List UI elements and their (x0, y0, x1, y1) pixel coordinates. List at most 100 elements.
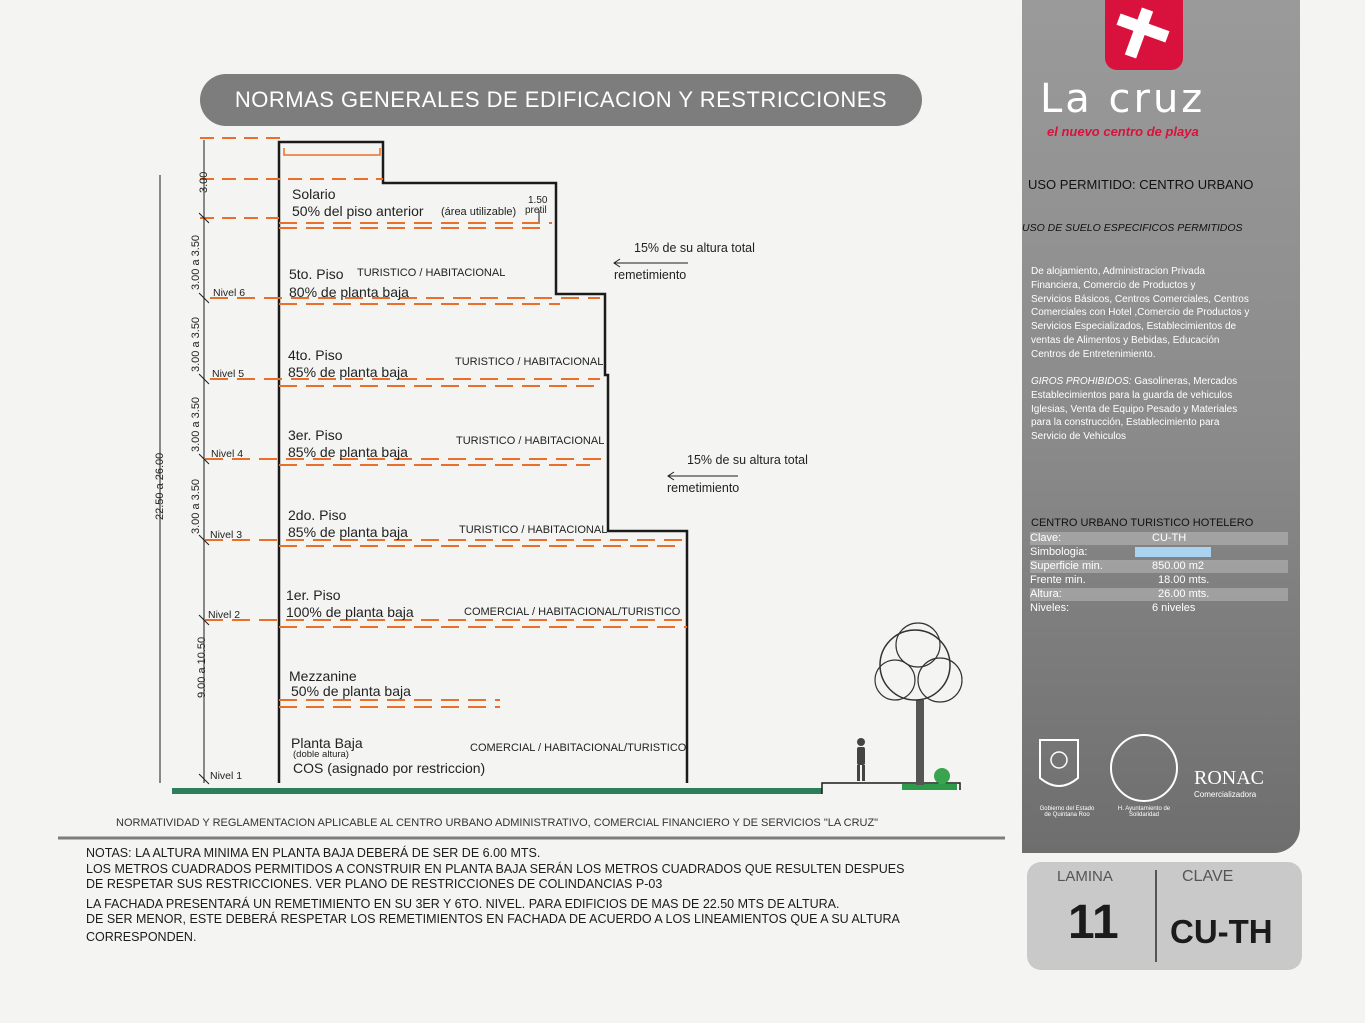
normatividad-caption: NORMATIVIDAD Y REGLAMENTACION APLICABLE … (116, 817, 879, 829)
piso2-name: 2do. Piso (288, 507, 347, 523)
spec-row: Niveles: 6 niveles (1030, 602, 1288, 615)
level-label: Nivel 2 (208, 609, 241, 621)
lamina-number: 11 (1068, 896, 1119, 949)
piso3-desc: 85% de planta baja (288, 444, 408, 460)
piso5-name: 5to. Piso (289, 266, 344, 282)
tree-illustration (874, 622, 963, 785)
base-dim: 9.00 a 10.50 (196, 636, 208, 698)
spec-label: Frente min. (1030, 574, 1086, 586)
level-label: Nivel 4 (211, 448, 244, 460)
lamina-label: LAMINA (1057, 868, 1113, 885)
spec-row: Superficie min. 850.00 m2 (1030, 560, 1288, 573)
piso3-use: TURISTICO / HABITACIONAL (456, 435, 605, 447)
planta-baja-use: COMERCIAL / HABITACIONAL/TURISTICO (470, 742, 687, 754)
uso-line: Financiera, Comercio de Productos y (1031, 279, 1196, 291)
floor-dim: 3.00 a 3.50 (190, 396, 202, 452)
planta-baja-sub: (doble altura) (293, 749, 349, 760)
piso5-desc: 80% de planta baja (289, 284, 409, 300)
section-diagram (58, 137, 1005, 840)
setback-label: remetimiento (614, 268, 687, 282)
spec-row: Altura: 26.00 mts. (1030, 588, 1288, 601)
sidebar-panel (1022, 0, 1300, 853)
state-government-caption: Gobierno del Estado de Quintana Roo (1039, 806, 1095, 818)
spec-label: Superficie min. (1030, 560, 1103, 572)
note-line: DE SER MENOR, ESTE DEBERÁ RESPETAR LOS R… (86, 912, 900, 926)
giros-line: Gasolineras, Mercados (1131, 376, 1238, 387)
clave-label: CLAVE (1182, 868, 1234, 885)
page-title: NORMAS GENERALES DE EDIFICACION Y RESTRI… (200, 74, 922, 126)
piso2-desc: 85% de planta baja (288, 524, 408, 540)
ground-line (172, 788, 822, 794)
giros-line: Establecimientos para la guarda de vehic… (1031, 389, 1233, 401)
uso-line: Servicios Básicos, Centros Comerciales, … (1031, 293, 1249, 305)
piso4-name: 4to. Piso (288, 347, 343, 363)
sidewalk (821, 782, 961, 794)
solario-note: (área utilizable) (441, 206, 517, 218)
level-label: Nivel 1 (210, 770, 243, 782)
note-line: LA FACHADA PRESENTARÁ UN REMETIMIENTO EN… (86, 896, 840, 911)
planta-baja-desc: COS (asignado por restriccion) (293, 760, 486, 776)
grass (902, 784, 957, 790)
lamina-divider (1155, 870, 1157, 962)
floor-dim: 3.00 a 3.50 (190, 478, 202, 534)
uso-suelo-list: De alojamiento, Administracion Privada F… (1031, 265, 1249, 362)
piso1-desc: 100% de planta baja (286, 604, 414, 620)
giros-line: Iglesias, Venta de Equipo Pesado y Mater… (1031, 403, 1238, 415)
notes-block: NOTAS: LA ALTURA MINIMA EN PLANTA BAJA D… (86, 846, 904, 945)
spec-label: Altura: (1030, 588, 1062, 600)
person-figure (857, 738, 865, 781)
spec-value: 6 niveles (1152, 602, 1196, 614)
spec-value: 850.00 m2 (1152, 560, 1204, 572)
spec-value: 26.00 mts. (1158, 588, 1210, 600)
giros-line: Servicio de Vehiculos (1031, 431, 1127, 443)
municipal-caption: H. Ayuntamiento de Solidaridad (1117, 806, 1171, 818)
spec-label: Clave: (1030, 532, 1062, 544)
setback-text: 15% de su altura total (687, 453, 808, 467)
setback-label: remetimiento (667, 481, 740, 495)
pretil-label: pretil (525, 205, 547, 216)
symbol-swatch (1135, 547, 1211, 557)
state-government-seal-icon (1036, 730, 1082, 800)
piso2-use: TURISTICO / HABITACIONAL (459, 524, 608, 536)
spec-value: CU-TH (1152, 532, 1187, 544)
solario-desc: 50% del piso anterior (292, 203, 424, 219)
dimension-ticks (198, 212, 210, 785)
uso-permitido: USO PERMITIDO: CENTRO URBANO (1028, 177, 1254, 192)
setback-text: 15% de su altura total (634, 241, 755, 255)
piso1-use: COMERCIAL / HABITACIONAL/TURISTICO (464, 606, 681, 618)
setback-arrows (613, 258, 738, 481)
dimension-lines (159, 140, 205, 783)
level-label: Nivel 3 (210, 529, 243, 541)
giros-prohibidos: GIROS PROHIBIDOS: Gasolineras, Mercados … (1031, 375, 1237, 444)
giros-label: GIROS PROHIBIDOS: (1031, 376, 1132, 387)
note-line: NOTAS: LA ALTURA MINIMA EN PLANTA BAJA D… (86, 846, 541, 860)
top-floor-dim: 3.00 (198, 171, 210, 193)
piso3-name: 3er. Piso (288, 427, 343, 443)
level-label: Nivel 6 (213, 287, 246, 299)
mezzanine-name: Mezzanine (289, 668, 357, 684)
top-level-lines (200, 137, 383, 219)
note-line: CORRESPONDEN. (86, 929, 197, 944)
level-label: Nivel 5 (212, 368, 245, 380)
pretil-height: 1.50 (528, 195, 548, 206)
clave-value: CU-TH (1170, 913, 1273, 950)
lamina-box (1027, 862, 1302, 970)
uso-line: De alojamiento, Administracion Privada (1031, 266, 1205, 277)
total-height-dim: 22.50 a 26.00 (154, 452, 166, 520)
la-cruz-logo-icon (1105, 0, 1183, 70)
uso-suelo-heading: USO DE SUELO ESPECIFICOS PERMITIDOS (1022, 222, 1243, 234)
piso4-use: TURISTICO / HABITACIONAL (455, 356, 604, 368)
floor-lines (205, 222, 687, 708)
spec-label: Simbologia: (1030, 546, 1088, 558)
piso1-name: 1er. Piso (286, 587, 341, 603)
note-line: LOS METROS CUADRADOS PERMITIDOS A CONSTR… (86, 861, 905, 876)
spec-row: Clave: CU-TH (1030, 532, 1288, 545)
brand-tagline: el nuevo centro de playa (1047, 124, 1199, 139)
piso5-use: TURISTICO / HABITACIONAL (357, 267, 506, 279)
municipal-seal-icon (1110, 734, 1178, 802)
spec-row: Frente min. 18.00 mts. (1030, 574, 1288, 587)
ronac-subtitle: Comercializadora (1194, 790, 1257, 799)
building-outline (277, 140, 689, 783)
spec-row: Simbologia: (1030, 546, 1288, 559)
planta-baja-name: Planta Baja (291, 735, 363, 751)
